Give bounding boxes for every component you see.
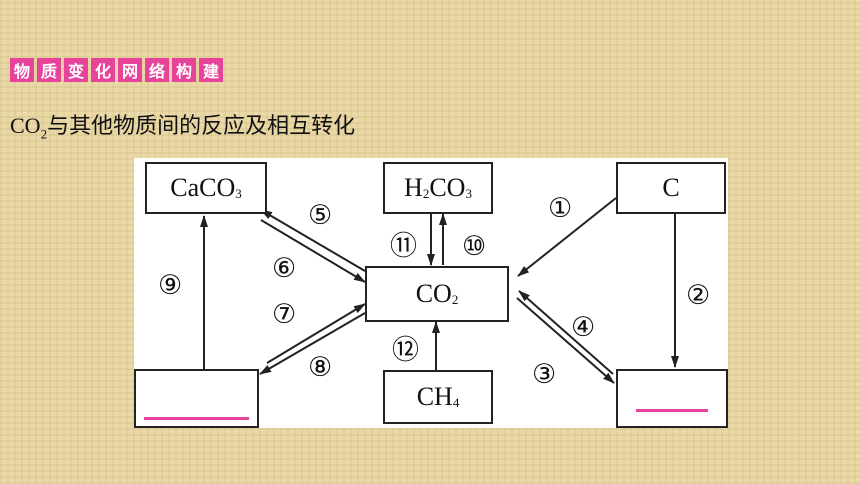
box-c: C <box>616 162 726 214</box>
subtitle: CO2与其他物质间的反应及相互转化 <box>10 108 355 142</box>
label-r8: ⑧ <box>308 352 333 383</box>
arrow-co2-to-caco3 <box>260 209 366 272</box>
label-r5: ⑤ <box>308 200 333 231</box>
subtitle-text: 与其他物质间的反应及相互转化 <box>47 114 356 139</box>
badge-char-5: 网 <box>118 58 142 82</box>
arrow-caco3-to-co2 <box>260 219 366 283</box>
arrow-right-blank-to-co2 <box>518 290 614 375</box>
badge-char-7: 构 <box>172 58 196 82</box>
subtitle-formula-sub: 2 <box>40 126 48 142</box>
label-r4: ④ <box>571 312 596 343</box>
badge-char-2: 质 <box>37 58 61 82</box>
badge-char-6: 络 <box>145 58 169 82</box>
badge-char-3: 变 <box>64 58 88 82</box>
badge-char-4: 化 <box>91 58 115 82</box>
label-r7: ⑦ <box>272 299 297 330</box>
label-r9: ⑨ <box>158 270 183 301</box>
label-r11: ⑪ <box>390 231 417 262</box>
arrow-co2-to-right-blank <box>516 297 615 384</box>
label-r10: ⑩ <box>462 231 487 262</box>
label-r12: ⑫ <box>392 335 419 366</box>
label-r6: ⑥ <box>272 253 297 284</box>
arrow-layer <box>200 197 679 384</box>
box-right-blank <box>616 369 728 428</box>
section-badges: 物 质 变 化 网 络 构 建 <box>10 58 223 82</box>
label-r2: ② <box>686 280 711 311</box>
box-left-blank <box>134 369 259 428</box>
arrow-left-blank-to-co2 <box>266 303 366 364</box>
label-r1: ① <box>548 193 573 224</box>
badge-char-1: 物 <box>10 58 34 82</box>
label-r3: ③ <box>532 359 557 390</box>
badge-char-8: 建 <box>199 58 223 82</box>
arrow-co2-to-left-blank <box>259 312 366 375</box>
answer-blank-line-right <box>636 409 708 412</box>
subtitle-formula: CO <box>10 113 41 138</box>
arrow-c-to-co2 <box>517 197 617 277</box>
answer-blank-line-left <box>144 417 249 420</box>
